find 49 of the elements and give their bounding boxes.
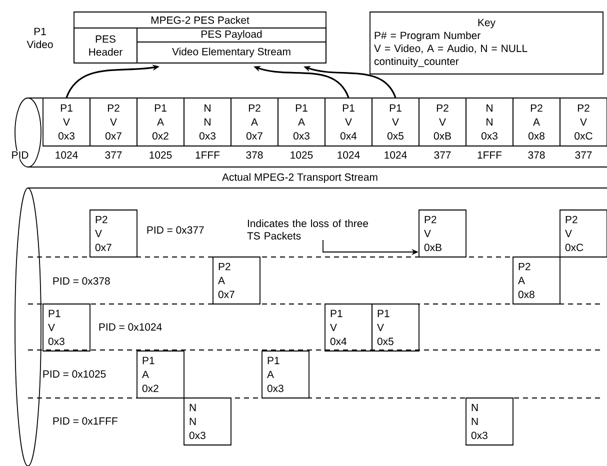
- packet-box: P2 V 0xB: [418, 98, 466, 146]
- cylinder: [14, 188, 607, 466]
- packet-box: P2 A 0x7: [230, 98, 278, 146]
- pid-value: 377: [105, 151, 122, 159]
- header-cell: PES Header: [74, 28, 138, 64]
- pid-value: 1025: [150, 151, 172, 159]
- packet-box: P1 A 0x3: [278, 98, 326, 146]
- packet-box: P2 V 0x7: [90, 98, 138, 146]
- pid-value: 378: [246, 151, 263, 159]
- packet-box: N N 0x3: [184, 98, 232, 146]
- packet-box: N N 0x3: [184, 398, 232, 446]
- packet-box: P1 V 0x3: [42, 98, 90, 146]
- packet-box: P1 V 0x5: [372, 304, 420, 352]
- packet-box: P1 A 0x3: [262, 350, 310, 398]
- packet-box: P2 V 0x7: [90, 210, 138, 258]
- label: PID = 0x1025: [43, 370, 106, 378]
- key-box: Key P# = Program Number V = Video, A = Audio, N = NULL continuity_counter: [370, 12, 604, 74]
- pid-value: 1FFF: [478, 151, 502, 159]
- packet-box: N N 0x3: [466, 398, 514, 446]
- packet-box: N N 0x3: [466, 98, 514, 146]
- pid-value: 1024: [384, 151, 407, 159]
- pid-value: 1025: [290, 151, 313, 159]
- label: PID = 0x1024: [99, 323, 162, 331]
- pid-value: 1FFF: [196, 151, 220, 159]
- pid-value: 1024: [56, 151, 78, 159]
- packet-box: P2 A 0x7: [212, 256, 260, 304]
- packet-box: P2 A 0x8: [512, 256, 560, 304]
- pid-value: 377: [575, 151, 592, 159]
- pid-value: 378: [528, 151, 545, 159]
- packet-box: P2 A 0x8: [512, 98, 560, 146]
- packet-box: P2 V 0xC: [560, 98, 607, 146]
- packet-box: P1 V 0x5: [372, 98, 420, 146]
- packet-box: P1 A 0x2: [136, 98, 184, 146]
- label: P1 Video: [26, 28, 53, 48]
- callout-text: Indicates the loss of three TS Packets: [247, 219, 368, 240]
- packet-box: P2 V 0xB: [418, 210, 466, 258]
- label: PID: [10, 150, 30, 160]
- label: PID = 0x377: [147, 226, 204, 234]
- pid-value: 1024: [338, 151, 360, 159]
- label: PID = 0x378: [53, 277, 110, 285]
- packet-box: P1 V 0x4: [324, 304, 372, 352]
- packet-box: P1 A 0x2: [136, 350, 184, 398]
- packet-box: P1 V 0x4: [324, 98, 372, 146]
- pid-value: 377: [434, 151, 451, 159]
- packet-box: P2 V 0xC: [560, 210, 607, 258]
- packet-box: P1 V 0x3: [42, 304, 90, 352]
- label: PID = 0x1FFF: [53, 417, 118, 425]
- stream-cell: Video Elementary Stream: [136, 42, 326, 64]
- label: Actual MPEG-2 Transport Stream: [222, 173, 378, 183]
